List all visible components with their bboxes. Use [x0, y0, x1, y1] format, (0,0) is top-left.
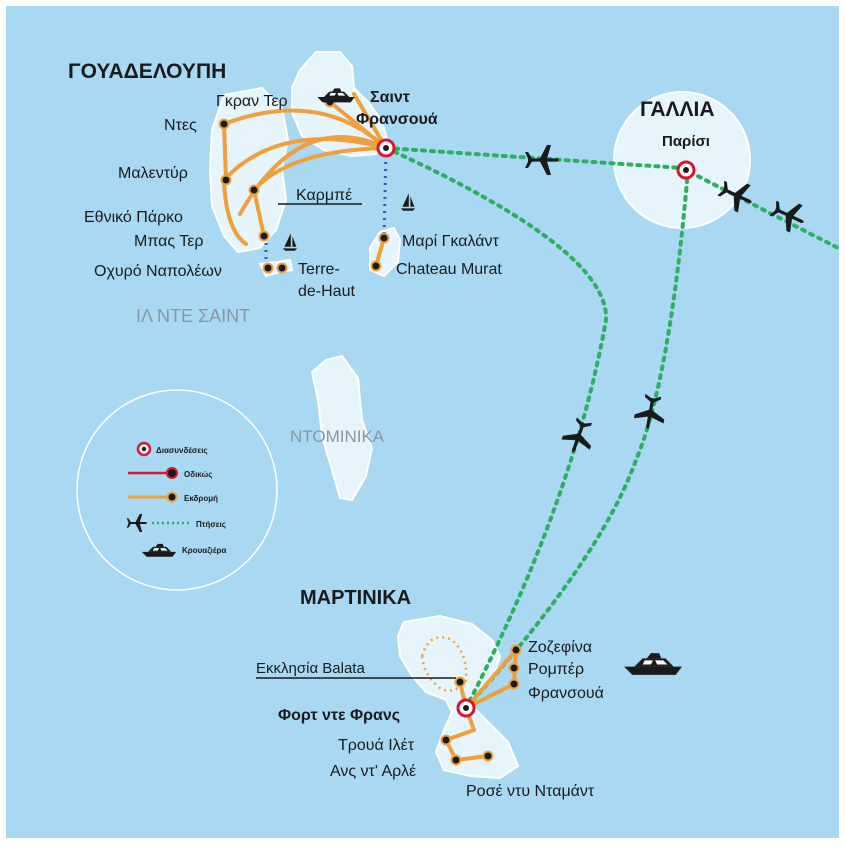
island-martinique [396, 614, 520, 780]
label-malendure: Μαλεντύρ [118, 165, 188, 182]
svg-text:Διασυνδέσεις: Διασυνδέσεις [156, 446, 208, 455]
region-dominica: ΝΤΟΜΙΝΙΚΑ [290, 427, 385, 446]
label-carbet: Καρμπέ [296, 187, 352, 204]
legend: Διασυνδέσεις Οδικώς Εκδρομή Πτήσεις Κρου… [76, 389, 278, 591]
label-grand-terre: Γκραν Τερ [216, 93, 288, 110]
label-josephine: Ζοζεφίνα [528, 639, 592, 656]
label-deshaies: Ντες [164, 117, 197, 134]
boat-paths [264, 147, 388, 266]
label-trois-ilets: Τρουά Ιλέτ [338, 737, 415, 754]
legend-airport: Διασυνδέσεις [136, 441, 208, 457]
legend-flight: Πτήσεις [126, 514, 226, 532]
legend-cruise: Κρουαζιέρα [141, 543, 226, 557]
route-stops [218, 96, 522, 766]
label-saint-francois-1: Σαιντ [370, 89, 410, 106]
airport-marker-icon [376, 138, 396, 158]
flight-paths [384, 146, 844, 710]
legend-accommodation: Οδικώς [128, 467, 212, 479]
label-national-park-2: Μπας Τερ [134, 233, 204, 250]
legend-excursion: Εκδρομή [128, 491, 218, 503]
svg-text:Πτήσεις: Πτήσεις [196, 520, 226, 529]
label-saint-francois-2: Φρανσουά [356, 111, 438, 128]
label-anse-arlet: Ανς ντ' Αρλέ [330, 763, 416, 780]
label-balata: Εκκλησία Balata [256, 660, 365, 677]
label-fort-de-france: Φορτ ντε Φρανς [278, 707, 400, 724]
label-terre-de-haut-2: de-Haut [298, 283, 355, 300]
airport-marker-icon [676, 160, 696, 180]
region-guadeloupe: ΓΟΥΑΔΕΛΟΥΠΗ [68, 60, 226, 83]
label-francois: Φρανσουά [528, 685, 604, 702]
region-martinique: ΜΑΡΤΙΝΙΚΑ [300, 587, 411, 609]
label-national-park-1: Εθνικό Πάρκο [84, 209, 183, 226]
region-saintes: ΙΛ ΝΤΕ ΣΑΙΝΤ [136, 306, 250, 326]
svg-text:Οδικώς: Οδικώς [184, 470, 212, 479]
label-diamant: Ροσέ ντυ Νταμάντ [466, 783, 595, 800]
label-paris: Παρίσι [662, 133, 710, 150]
label-marie-galante: Μαρί Γκαλάντ [402, 233, 500, 250]
label-fort-napoleon: Οχυρό Ναπολέων [94, 263, 222, 280]
martinique-loop [420, 636, 468, 692]
airport-marker-icon [456, 698, 476, 718]
label-chateau-murat: Chateau Murat [396, 261, 502, 278]
region-france: ΓΑΛΛΙΑ [640, 98, 715, 121]
label-robert: Ρομπέρ [528, 661, 584, 678]
svg-text:Εκδρομή: Εκδρομή [184, 494, 218, 503]
svg-text:Κρουαζιέρα: Κρουαζιέρα [182, 546, 226, 555]
label-terre-de-haut-1: Terre- [298, 261, 340, 278]
island-dominica [310, 354, 374, 502]
